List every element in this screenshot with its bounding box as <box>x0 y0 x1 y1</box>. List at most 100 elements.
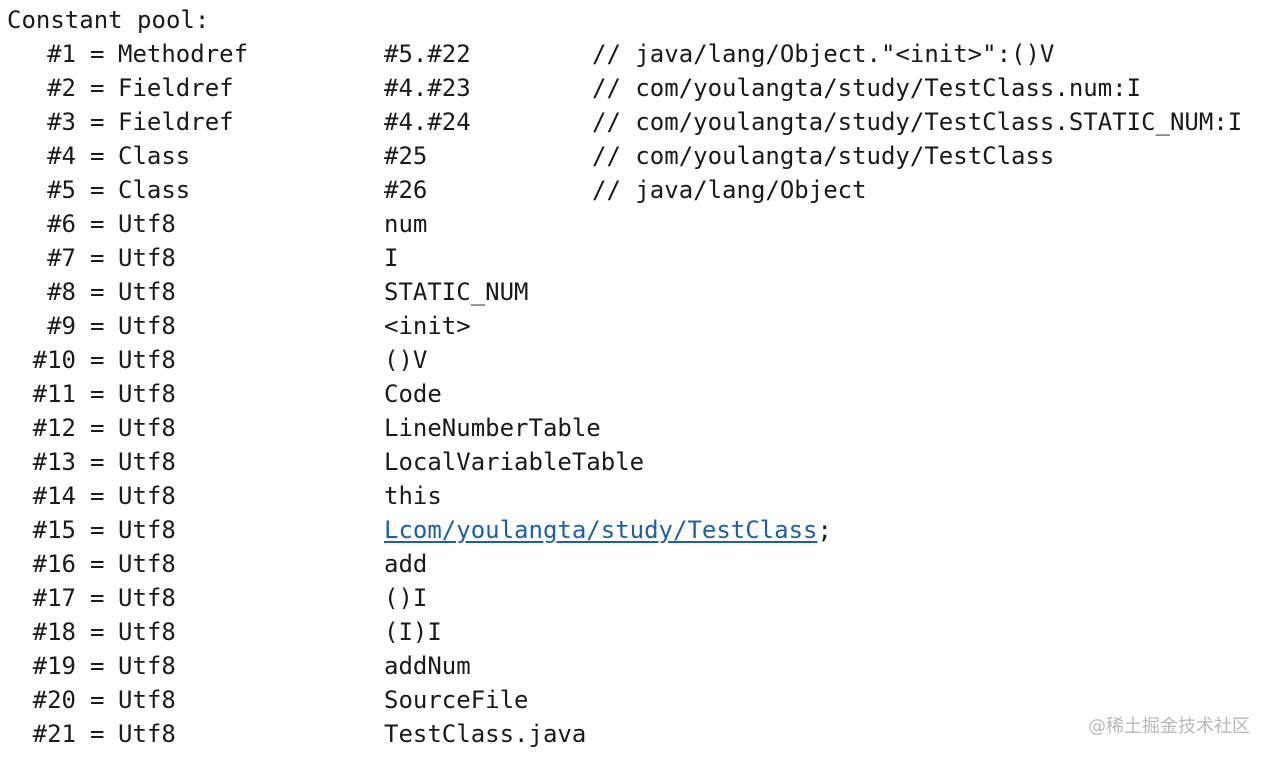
entry-comment: // com/youlangta/study/TestClass.STATIC_… <box>592 108 1243 136</box>
entry-equals: = <box>90 584 105 612</box>
entry-equals: = <box>90 40 105 68</box>
entry-type: Class <box>118 142 191 170</box>
entry-equals: = <box>90 720 105 748</box>
pool-entry: #7 = Utf8 I <box>0 241 1270 275</box>
entry-type: Utf8 <box>118 414 176 442</box>
descriptor-link[interactable]: Lcom/youlangta/study/TestClass <box>384 516 818 544</box>
entry-value: this <box>384 482 442 510</box>
entry-type: Utf8 <box>118 346 176 374</box>
entry-type: Utf8 <box>118 550 176 578</box>
entry-comment: // java/lang/Object <box>592 176 867 204</box>
entry-type: Utf8 <box>118 482 176 510</box>
pool-entry: #18=Utf8(I)I <box>0 615 1270 649</box>
entry-index: #20 <box>32 686 76 714</box>
entry-index: #7 <box>47 244 76 272</box>
entry-type: Utf8 <box>118 652 176 680</box>
pool-entry: #2 = Fieldref #4.#23 // com/youlangta/study/… <box>0 71 1270 105</box>
entry-equals: = <box>90 108 105 136</box>
entry-value: SourceFile <box>384 686 529 714</box>
entry-comment: // com/youlangta/study/TestClass <box>592 142 1055 170</box>
entry-equals: = <box>90 550 105 578</box>
entry-equals: = <box>90 380 105 408</box>
entry-equals: = <box>90 652 105 680</box>
pool-entry: #4=Class#25// com/youlangta/study/TestCl… <box>0 139 1270 173</box>
entry-value: STATIC_NUM <box>384 278 529 306</box>
entry-equals: = <box>90 176 105 204</box>
pool-entry: #19 = Utf8 addNum <box>0 649 1270 683</box>
entry-comment: // java/lang/Object."<init>":()V <box>592 40 1055 68</box>
descriptor-suffix: ; <box>817 516 832 544</box>
entry-index: #18 <box>32 618 76 646</box>
entry-index: #3 <box>47 108 76 136</box>
entry-value: TestClass.java <box>384 720 587 748</box>
entry-index: #11 <box>32 380 76 408</box>
constant-pool-header: Constant pool: <box>7 6 210 34</box>
pool-entry: #3 = Fieldref #4.#24 // com/youlangta/study/… <box>0 105 1270 139</box>
entry-value: (I)I <box>384 618 442 646</box>
entry-equals: = <box>90 414 105 442</box>
entry-type: Fieldref <box>118 74 234 102</box>
entry-value: #4.#24 <box>384 108 471 136</box>
entry-type: Utf8 <box>118 448 176 476</box>
entry-equals: = <box>90 312 105 340</box>
entry-equals: = <box>90 346 105 374</box>
pool-entry: #21 = Utf8 TestClass.java <box>0 717 1270 751</box>
entry-index: #8 <box>47 278 76 306</box>
entry-value: ()V <box>384 346 428 374</box>
entry-value: I <box>384 244 399 272</box>
entry-equals: = <box>90 686 105 714</box>
entry-value: LineNumberTable <box>384 414 601 442</box>
entry-equals: = <box>90 482 105 510</box>
entry-index: #15 <box>32 516 76 544</box>
entry-value: add <box>384 550 428 578</box>
entry-equals: = <box>90 74 105 102</box>
entry-type: Utf8 <box>118 380 176 408</box>
entry-value: #4.#23 <box>384 74 471 102</box>
entry-value: num <box>384 210 428 238</box>
entry-equals: = <box>90 210 105 238</box>
entry-type: Utf8 <box>118 244 176 272</box>
entry-index: #6 <box>47 210 76 238</box>
entry-type: Utf8 <box>118 312 176 340</box>
entry-value: #5.#22 <box>384 40 471 68</box>
entry-equals: = <box>90 244 105 272</box>
entry-comment: // com/youlangta/study/TestClass.num:I <box>592 74 1142 102</box>
entry-value: #25 <box>384 142 428 170</box>
entry-equals: = <box>90 516 105 544</box>
entry-value: addNum <box>384 652 471 680</box>
pool-entry: #5=Class#26// java/lang/Object <box>0 173 1270 207</box>
entry-type: Class <box>118 176 191 204</box>
entry-type: Methodref <box>118 40 249 68</box>
entry-type: Utf8 <box>118 584 176 612</box>
entry-type: Utf8 <box>118 686 176 714</box>
entry-type: Utf8 <box>118 210 176 238</box>
entry-value: ()I <box>384 584 428 612</box>
entry-value: Code <box>384 380 442 408</box>
entry-value: <init> <box>384 312 471 340</box>
clipped-row-fragment <box>0 751 1270 758</box>
entry-index: #2 <box>47 74 76 102</box>
pool-entry: #15 = Utf8 Lcom/youlangta/study/TestClass; <box>0 513 1270 547</box>
pool-entry: #20 = Utf8 SourceFile <box>0 683 1270 717</box>
entry-type: Utf8 <box>118 720 176 748</box>
entry-equals: = <box>90 278 105 306</box>
entry-type: Utf8 <box>118 618 176 646</box>
entry-type: Utf8 <box>118 516 176 544</box>
entry-index: #14 <box>32 482 76 510</box>
pool-entry: #6 = Utf8 num <box>0 207 1270 241</box>
watermark: @稀土掘金技术社区 <box>1088 716 1250 737</box>
entry-index: #13 <box>32 448 76 476</box>
pool-entry: #17=Utf8()I <box>0 581 1270 615</box>
entry-type: Utf8 <box>118 278 176 306</box>
entry-equals: = <box>90 448 105 476</box>
pool-entry: #8 = Utf8 STATIC_NUM <box>0 275 1270 309</box>
entry-type: Fieldref <box>118 108 234 136</box>
pool-entry: #9=Utf8<init> <box>0 309 1270 343</box>
entry-index: #21 <box>32 720 76 748</box>
entry-value: #26 <box>384 176 428 204</box>
pool-entry: #14 = Utf8 this <box>0 479 1270 513</box>
entry-index: #19 <box>32 652 76 680</box>
